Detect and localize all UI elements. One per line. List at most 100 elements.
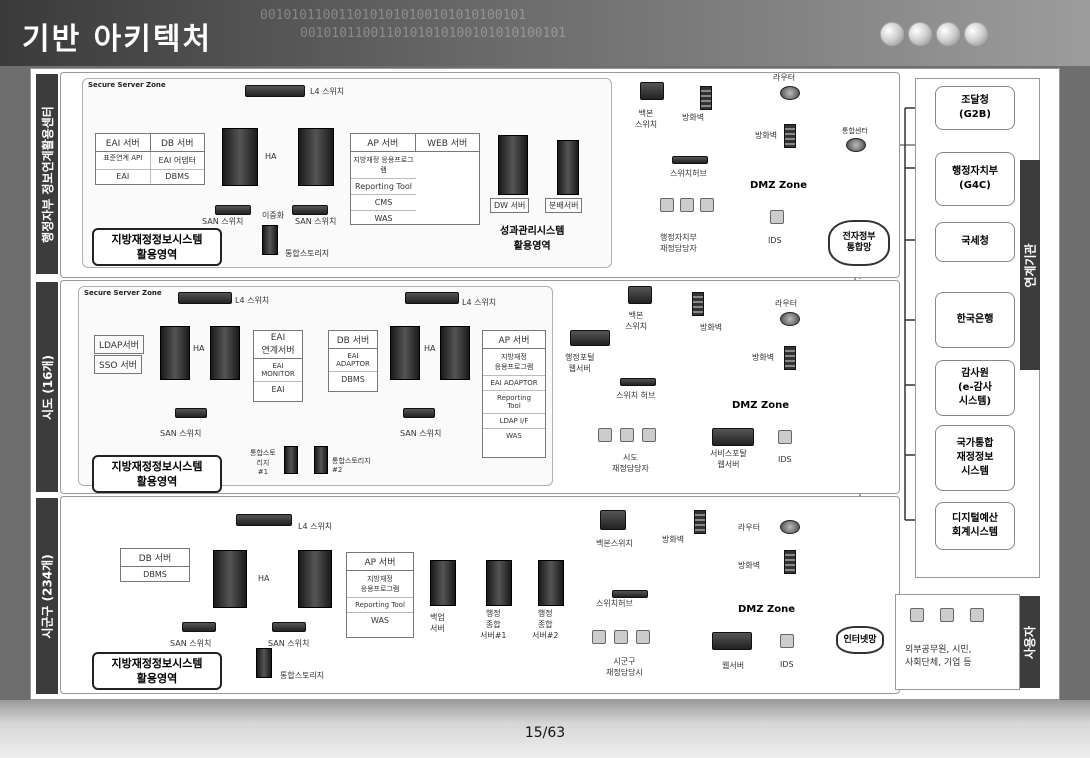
firewall-label: 방화벽 bbox=[752, 353, 775, 362]
dist-server-icon bbox=[557, 140, 579, 195]
server-icon bbox=[210, 326, 240, 380]
internet-cloud: 인터넷망 bbox=[836, 626, 884, 654]
ids-icon bbox=[778, 430, 792, 444]
l4-switch-label: L4 스위치 bbox=[310, 87, 345, 96]
db-server-table: DB 서버 DBMS bbox=[120, 548, 190, 582]
band-label-related: 연계기관 bbox=[1020, 160, 1040, 370]
firewall-label: 방화벽 bbox=[682, 113, 705, 122]
dmz-zone-label: DMZ Zone bbox=[750, 180, 808, 191]
eai-link-table: EAI 연계서버 EAI MONITOR EAI bbox=[253, 330, 303, 402]
san-switch-icon bbox=[215, 205, 251, 215]
page-title: 기반 아키텍처 bbox=[22, 22, 213, 57]
ids-label: IDS bbox=[778, 455, 792, 464]
service-portal-label: 서비스포탈 웹서버 bbox=[710, 449, 747, 469]
backbone-switch-label: 백본 스위치 bbox=[635, 109, 658, 129]
backbone-switch-icon bbox=[628, 286, 652, 304]
portal-server-label: 행정포털 웹서버 bbox=[565, 353, 595, 373]
firewall-icon bbox=[700, 86, 712, 110]
agency-box: 행정자치부 (G4C) bbox=[935, 152, 1015, 206]
slide-header: 0010101100110101010100101010100101 00101… bbox=[0, 0, 1090, 66]
sso-server-label: SSO 서버 bbox=[94, 355, 142, 374]
center-router-icon bbox=[846, 138, 866, 152]
web-server-icon bbox=[712, 632, 752, 650]
staff-pc-icon bbox=[598, 428, 612, 442]
user-pc-icon bbox=[940, 608, 954, 622]
storage-icon bbox=[262, 225, 278, 255]
app-area-ribbon: 지방재정정보시스템 활용영역 bbox=[92, 652, 222, 690]
agency-box: 한국은행 bbox=[935, 292, 1015, 348]
server-icon bbox=[298, 128, 334, 186]
san-switch-icon bbox=[175, 408, 207, 418]
san-switch-label: SAN 스위치 bbox=[160, 429, 202, 438]
switch-hub-icon bbox=[620, 378, 656, 386]
firewall-icon bbox=[784, 124, 796, 148]
backbone-switch-icon bbox=[600, 510, 626, 530]
eai-db-table: EAI 서버 DB 서버 표준연계 API EAI 어댑터 EAI DBMS bbox=[95, 133, 205, 185]
backbone-switch-icon bbox=[640, 82, 664, 100]
san-switch-icon bbox=[182, 622, 216, 632]
ap-web-table: AP 서버 WEB 서버 지방재정 응용프로그램 Reporting Tool … bbox=[350, 133, 480, 225]
band-label-sigungu: 시군구 (234개) bbox=[36, 498, 58, 694]
ids-icon bbox=[770, 210, 784, 224]
ids-icon bbox=[780, 634, 794, 648]
app-area-ribbon: 지방재정정보시스템 활용영역 bbox=[92, 228, 222, 266]
band-label-users: 사용자 bbox=[1020, 596, 1040, 688]
ha-label: HA bbox=[193, 344, 205, 353]
san-switch-label: SAN 스위치 bbox=[400, 429, 442, 438]
users-desc: 외부공무원, 시민, 사회단체, 기업 등 bbox=[905, 645, 972, 668]
service-portal-icon bbox=[712, 428, 754, 446]
l4-switch-icon bbox=[405, 292, 459, 304]
staff-label: 시도 재정담당자 bbox=[612, 453, 649, 473]
switch-hub-icon bbox=[672, 156, 708, 164]
firewall-icon bbox=[784, 550, 796, 574]
app-area-ribbon: 지방재정정보시스템 활용영역 bbox=[92, 455, 222, 493]
dist-server-label: 분배서버 bbox=[545, 198, 583, 213]
ha-label: HA bbox=[265, 152, 277, 161]
ap-server-table: AP 서버 지방재정 응용프로그램 Reporting Tool WAS bbox=[346, 552, 414, 638]
storage-icon bbox=[314, 446, 328, 474]
backbone-switch-label: 백본 스위치 bbox=[625, 311, 648, 331]
admin-server-icon bbox=[486, 560, 512, 606]
dw-server-label: DW 서버 bbox=[490, 198, 530, 213]
switch-hub-icon bbox=[612, 590, 648, 598]
server-icon bbox=[298, 550, 332, 608]
orb-icon bbox=[908, 22, 932, 46]
web-server-label: 웹서버 bbox=[722, 661, 745, 670]
admin-server-label: 행정 종합 서버#1 bbox=[480, 609, 507, 640]
dmz-zone-label: DMZ Zone bbox=[732, 400, 790, 411]
page-number: 15/63 bbox=[524, 725, 566, 741]
firewall-label: 방화벽 bbox=[700, 323, 723, 332]
db-server-table: DB 서버 EAI ADAPTOR DBMS bbox=[328, 330, 378, 392]
staff-pc-icon bbox=[642, 428, 656, 442]
storage-label: 통합스토리지 bbox=[285, 249, 330, 258]
firewall-icon bbox=[694, 510, 706, 534]
storage-icon bbox=[256, 648, 272, 678]
header-binary-text: 0010101100110101010100101010100101 bbox=[260, 8, 527, 23]
staff-pc-icon bbox=[636, 630, 650, 644]
backup-server-label: 백업 서버 bbox=[430, 613, 445, 633]
agency-box: 디지털예산 회계시스템 bbox=[935, 502, 1015, 550]
router-label: 라우터 bbox=[775, 299, 798, 308]
server-icon bbox=[160, 326, 190, 380]
storage-label: 통합스토리지 bbox=[280, 671, 325, 680]
san-switch-label: SAN 스위치 bbox=[170, 639, 212, 648]
ldap-server-label: LDAP서버 bbox=[94, 335, 144, 354]
san-switch-icon bbox=[272, 622, 306, 632]
router-icon bbox=[780, 86, 800, 100]
server-icon bbox=[440, 326, 470, 380]
san-switch-icon bbox=[403, 408, 435, 418]
zone-label: Secure Server Zone bbox=[88, 81, 166, 89]
orb-icon bbox=[936, 22, 960, 46]
router-label: 라우터 bbox=[773, 73, 796, 82]
dmz-zone-label: DMZ Zone bbox=[738, 604, 796, 615]
firewall-icon bbox=[692, 292, 704, 316]
staff-pc-icon bbox=[614, 630, 628, 644]
staff-pc-icon bbox=[700, 198, 714, 212]
agency-box: 국가통합 재정정보 시스템 bbox=[935, 425, 1015, 491]
band-label-sido: 시도 (16개) bbox=[36, 282, 58, 492]
user-pc-icon bbox=[910, 608, 924, 622]
agency-box: 국세청 bbox=[935, 222, 1015, 262]
ha-label: HA bbox=[424, 344, 436, 353]
orb-icon bbox=[880, 22, 904, 46]
san-switch-label: SAN 스위치 bbox=[268, 639, 310, 648]
